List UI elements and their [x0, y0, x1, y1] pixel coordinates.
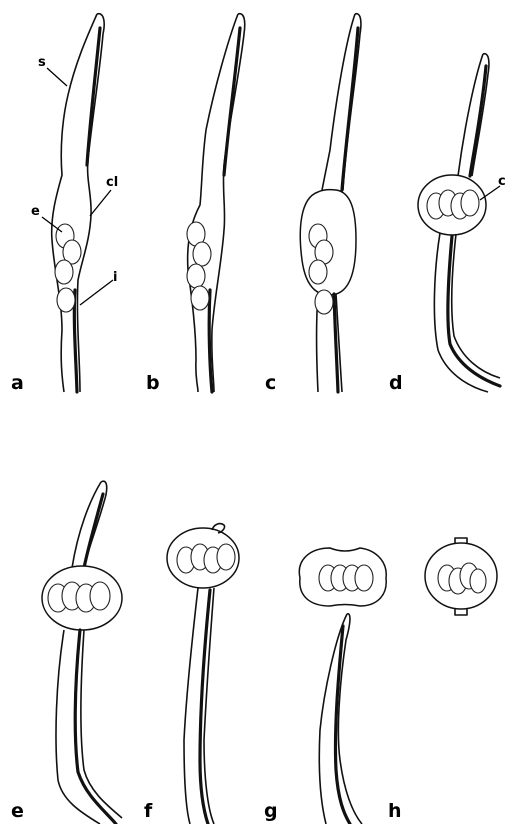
panel-letter-f: f [144, 800, 153, 822]
panel-letter-c: c [265, 372, 276, 394]
callout-c: c [498, 174, 506, 189]
panel-d-drawing [418, 54, 500, 392]
panel-letter-d: d [389, 372, 403, 394]
panel-e-drawing [42, 481, 122, 824]
callout-e: e [31, 204, 40, 219]
callout-cl: cl [106, 175, 118, 190]
callout-i: i [113, 270, 117, 285]
panel-letter-b: b [146, 372, 160, 394]
panel-letter-g: g [264, 800, 278, 822]
callout-labels: s cl e i c [31, 55, 506, 285]
panel-h-drawing [425, 538, 497, 615]
panel-letter-e: e [11, 800, 24, 822]
panel-f-drawing [167, 524, 239, 824]
panel-c-drawing [300, 14, 361, 392]
panel-g-drawing [299, 548, 386, 824]
panel-b-drawing [187, 14, 245, 392]
panel-letter-a: a [11, 372, 24, 394]
panel-letter-h: h [388, 800, 402, 822]
panel-a-drawing [42, 14, 113, 392]
callout-s: s [38, 55, 46, 70]
